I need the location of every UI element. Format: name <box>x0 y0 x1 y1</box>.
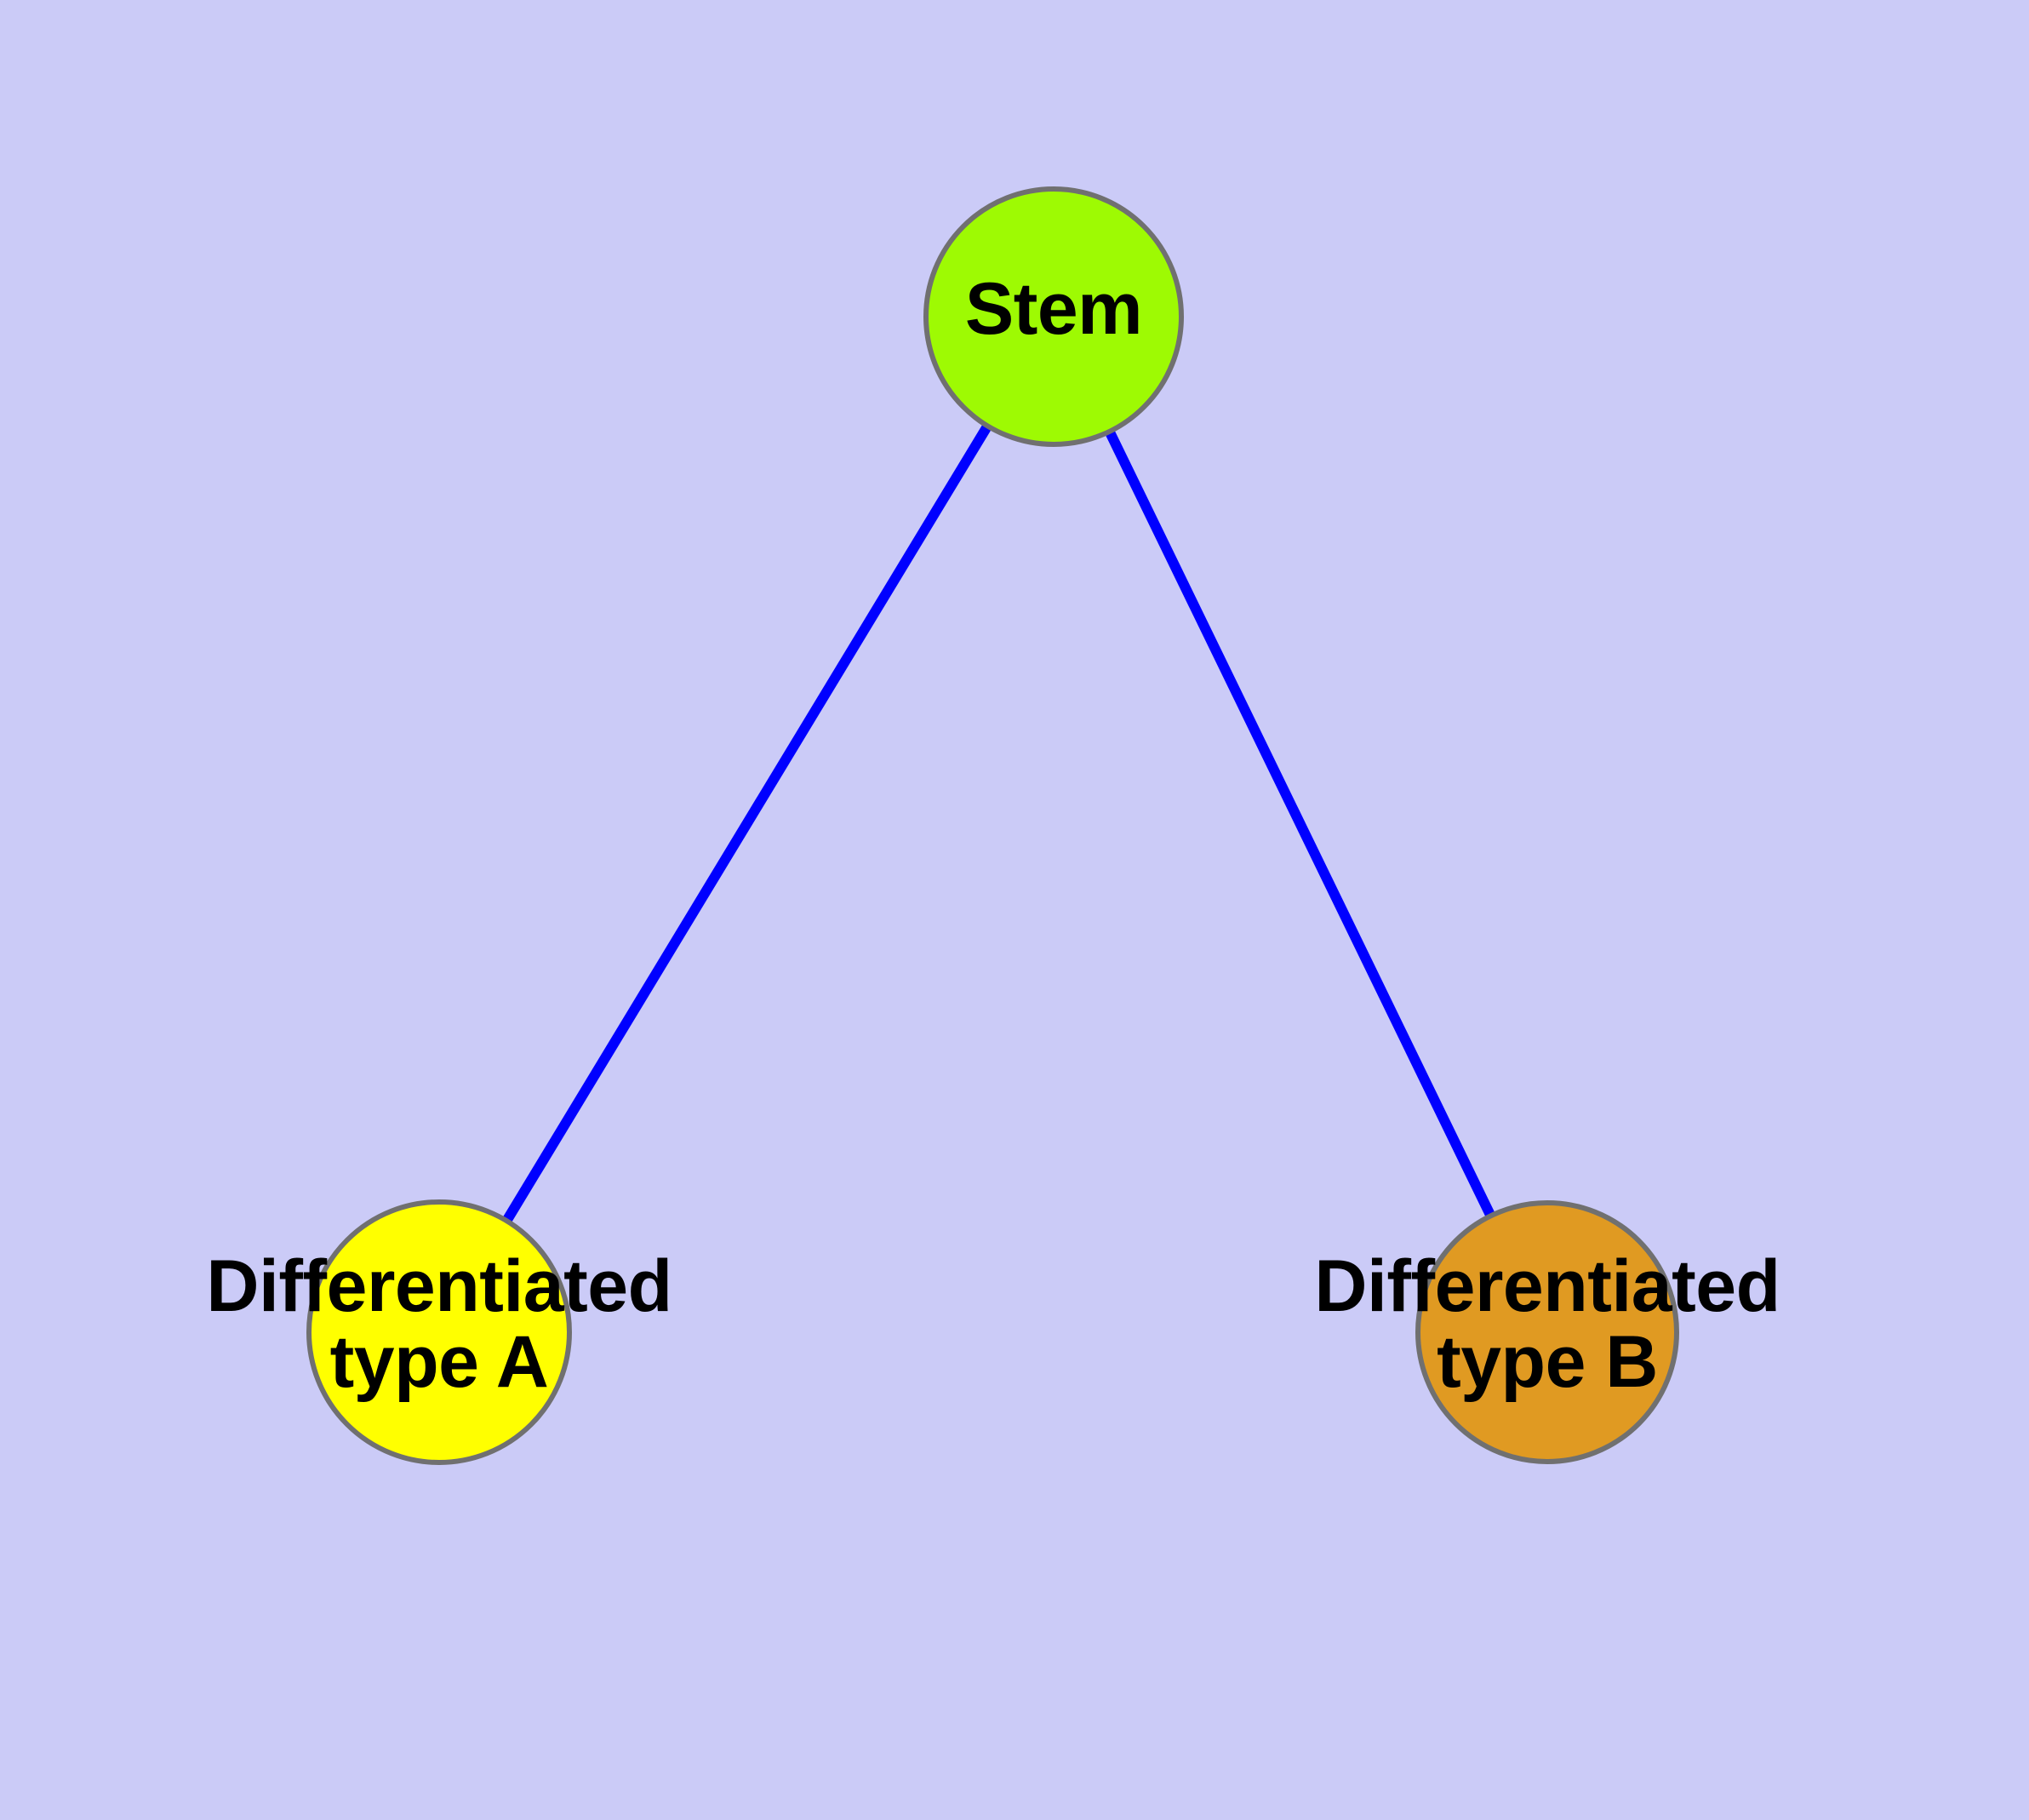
edges-group <box>502 423 1495 1224</box>
node-differentiated-type-b[interactable] <box>1415 1200 1679 1464</box>
node-stem[interactable] <box>923 186 1184 447</box>
nodes-group <box>306 186 1679 1465</box>
node-differentiated-type-a[interactable] <box>306 1199 572 1465</box>
edge-stem-to-differentiated-type-b[interactable] <box>1105 429 1495 1218</box>
edge-stem-to-differentiated-type-a[interactable] <box>502 423 992 1224</box>
